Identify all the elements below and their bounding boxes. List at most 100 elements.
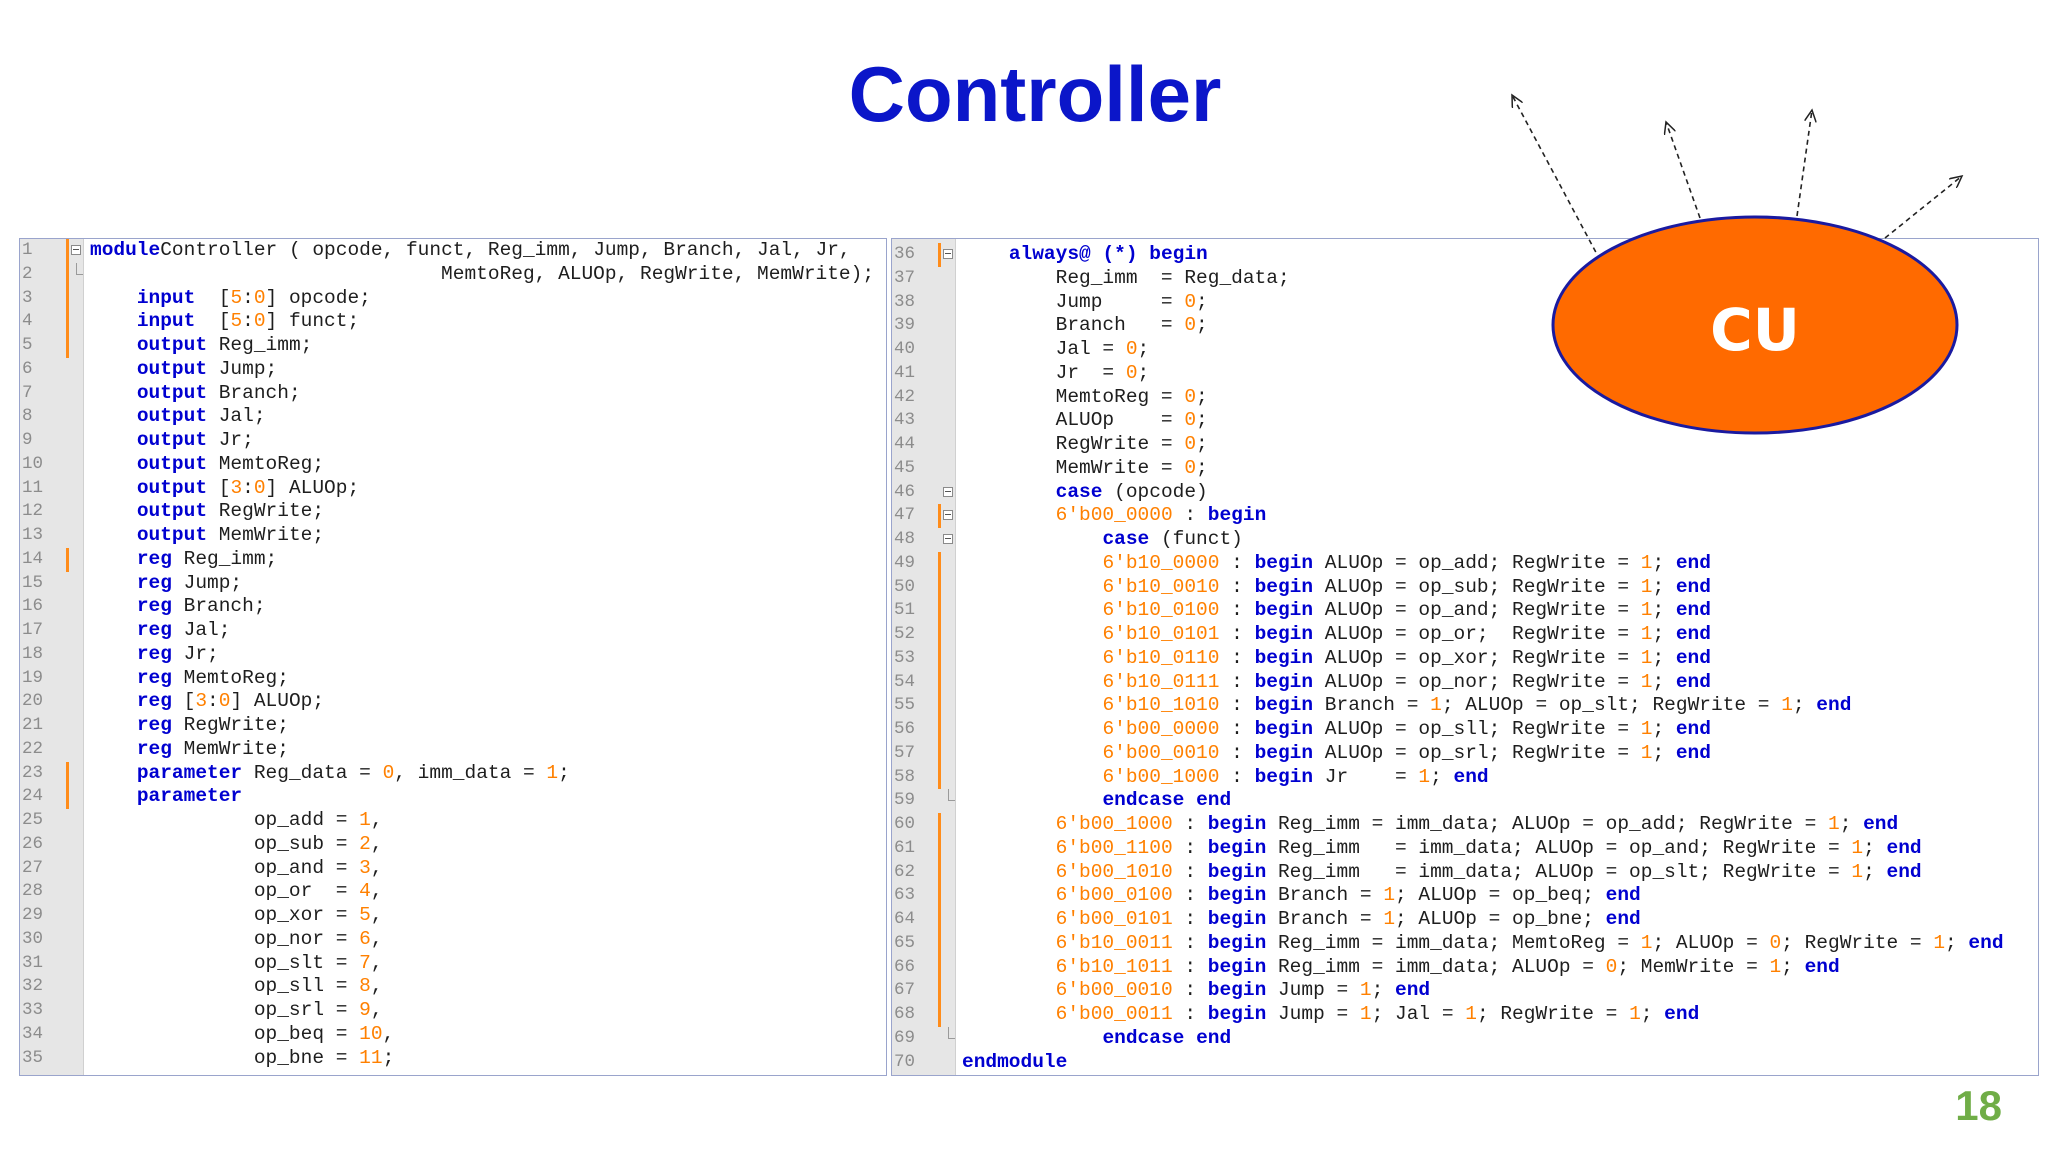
line-number: 2: [22, 263, 33, 284]
line-number: 23: [22, 762, 44, 783]
number-token: 6'b00_1000: [1055, 813, 1173, 835]
code-token: ;: [1137, 338, 1150, 360]
keyword-token: end: [1675, 599, 1711, 622]
fold-toggle-icon[interactable]: [942, 504, 955, 528]
code-line: 5 output Reg_imm;: [20, 334, 886, 358]
keyword-token: end: [1886, 860, 1922, 883]
line-number: 15: [22, 572, 44, 593]
code-token: Branch =: [1266, 908, 1384, 930]
code-token: :: [1172, 931, 1208, 954]
code-token: ;: [1652, 623, 1676, 645]
keyword-token: end: [1675, 741, 1711, 764]
code-token: ,: [370, 904, 383, 926]
change-marker: [938, 1003, 941, 1027]
cu-label: CU: [1710, 296, 1800, 364]
code-token: Branch =: [962, 314, 1185, 337]
code-text: 6'b00_0011 : begin Jump = 1; Jal = 1; Re…: [962, 1003, 1700, 1027]
line-number: 45: [894, 457, 916, 478]
code-token: :: [1219, 694, 1255, 717]
number-token: 0: [1184, 433, 1197, 455]
number-token: 5: [230, 286, 243, 309]
code-line: 65 6'b10_0011 : begin Reg_imm = imm_data…: [892, 931, 2038, 956]
number-token: 0: [1184, 456, 1197, 479]
page-number: 18: [1955, 1082, 2002, 1129]
code-line: 19 reg MemtoReg;: [20, 667, 886, 691]
change-marker: [66, 547, 69, 572]
slide-title: Controller: [848, 50, 1222, 138]
code-text: 6'b10_0111 : begin ALUOp = op_nor; RegWr…: [962, 671, 1711, 695]
change-marker: [938, 836, 941, 861]
control-arrow-3: [1796, 110, 1812, 217]
cu-ellipse: [1551, 215, 1959, 435]
code-token: ALUOp = op_or; RegWrite =: [1313, 623, 1641, 645]
code-line: 27 op_and = 3,: [20, 857, 886, 881]
code-line: 64 6'b00_0101 : begin Branch = 1; ALUOp …: [892, 908, 2038, 932]
code-token: :: [1219, 718, 1255, 740]
code-text: 6'b10_1011 : begin Reg_imm = imm_data; A…: [962, 956, 1840, 980]
line-number: 19: [22, 667, 44, 688]
code-token: :: [1172, 1003, 1208, 1025]
number-token: 1: [1359, 979, 1372, 1002]
code-line: 69 endcase end: [892, 1026, 2038, 1051]
number-token: 1: [1933, 931, 1946, 954]
code-text: op_or = 4,: [90, 880, 383, 904]
keyword-token: case: [1102, 528, 1150, 550]
number-token: 4: [359, 880, 371, 903]
fold-toggle-icon[interactable]: [70, 239, 83, 263]
code-token: ,: [370, 809, 383, 831]
code-text: parameter: [90, 785, 242, 809]
code-line: 17 reg Jal;: [20, 619, 886, 643]
line-number: 62: [894, 861, 916, 882]
code-line: 47 6'b00_0000 : begin: [892, 504, 2038, 528]
code-token: :: [1172, 884, 1208, 907]
code-line: 3 input [5:0] opcode;: [20, 286, 886, 311]
line-number: 25: [22, 810, 44, 830]
number-token: 1: [1640, 575, 1653, 598]
line-number: 33: [22, 1000, 44, 1020]
code-text: reg Jr;: [90, 643, 219, 667]
line-number: 49: [894, 552, 916, 573]
change-marker: [938, 575, 941, 600]
code-line: 34 op_beq = 10,: [20, 1023, 886, 1047]
code-token: ALUOp = op_nor; RegWrite =: [1313, 670, 1641, 693]
keyword-token: end: [1605, 884, 1641, 907]
keyword-token: begin: [1207, 908, 1267, 930]
keyword-token: begin: [1207, 931, 1267, 954]
code-token: ALUOp = op_add; RegWrite =: [1313, 551, 1641, 574]
code-text: endmodule: [962, 1051, 1067, 1075]
code-token: ] opcode;: [265, 286, 371, 309]
code-token: Jr;: [171, 642, 219, 665]
keyword-token: begin: [1149, 243, 1208, 265]
number-token: 1: [1640, 931, 1653, 954]
number-token: 3: [195, 690, 208, 713]
code-token: ;: [1196, 433, 1208, 455]
change-marker: [938, 813, 941, 837]
code-text: 6'b00_1100 : begin Reg_imm = imm_data; A…: [962, 837, 1922, 861]
line-number: 52: [894, 624, 916, 644]
fold-toggle-icon[interactable]: [942, 243, 955, 267]
code-token: op_slt =: [90, 951, 360, 974]
fold-toggle-icon[interactable]: [942, 481, 955, 505]
number-token: 6'b00_1100: [1055, 836, 1173, 859]
code-token: Branch =: [1266, 884, 1384, 907]
code-line: 4 input [5:0] funct;: [20, 310, 886, 334]
code-token: Jr;: [207, 429, 254, 451]
code-token: , imm_data =: [394, 761, 547, 784]
code-token: ,: [370, 975, 383, 998]
number-token: 1: [1640, 718, 1653, 740]
number-token: 1: [1781, 694, 1793, 717]
code-token: ] ALUOp;: [230, 690, 325, 713]
keyword-token: begin: [1207, 1003, 1267, 1025]
code-text: 6'b00_1000 : begin Reg_imm = imm_data; A…: [962, 813, 1899, 837]
fold-toggle-icon[interactable]: [942, 528, 955, 552]
code-token: :: [1219, 623, 1255, 645]
number-token: 1: [1640, 551, 1653, 574]
code-token: ;: [1839, 813, 1864, 835]
control-arrow-1: [1512, 95, 1601, 261]
code-line: 44 RegWrite = 0;: [892, 433, 2038, 457]
code-text: parameter Reg_data = 0, imm_data = 1;: [90, 762, 570, 786]
keyword-token: begin: [1254, 575, 1314, 598]
line-number: 1: [22, 240, 33, 260]
